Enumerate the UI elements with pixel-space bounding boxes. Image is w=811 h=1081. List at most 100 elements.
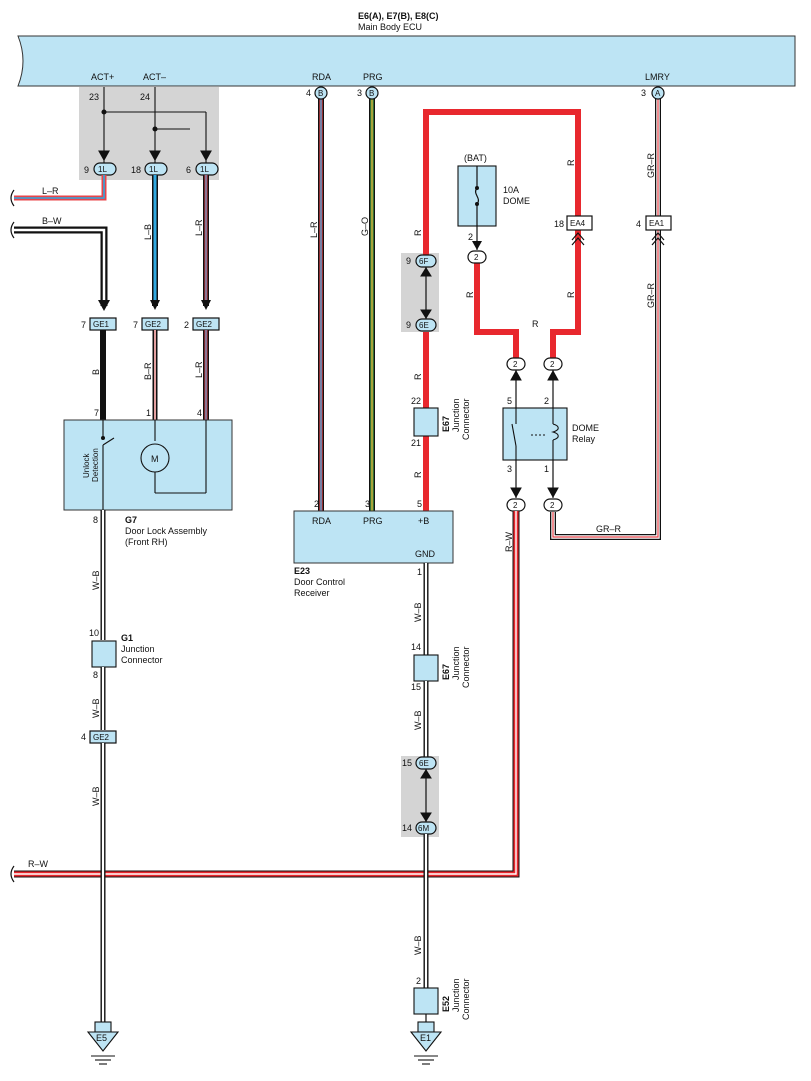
e67-top-name2: Connector xyxy=(461,398,471,440)
fuse-bat: (BAT) xyxy=(464,153,487,163)
ea4-pin: 18 xyxy=(554,219,564,229)
connector-1l-b-label: 1L xyxy=(149,165,158,174)
dcr-name: Door Control xyxy=(294,577,345,587)
g1-name2: Connector xyxy=(121,655,163,665)
connector-ge2-a-label: GE2 xyxy=(145,320,162,329)
door-lock-pin-4: 4 xyxy=(197,408,202,418)
ground-e1-label: E1 xyxy=(420,1033,431,1043)
ecu-pin-prg-label: PRG xyxy=(363,72,383,82)
ea1-box xyxy=(645,215,672,231)
ecu-pin-act-plus-label: ACT+ xyxy=(91,72,114,82)
lmry-ecu-conn-label: A xyxy=(655,89,661,98)
connector-1l-c-pin: 6 xyxy=(186,165,191,175)
e67-bot-code: E67 xyxy=(441,664,451,680)
wire-r-main-loop xyxy=(423,109,581,358)
door-lock-name2: (Front RH) xyxy=(125,537,168,547)
act-internal-wiring xyxy=(98,87,212,163)
connector-1l-a-label: 1L xyxy=(98,165,107,174)
lmry-ecu-conn xyxy=(651,86,665,100)
wire-label-lb: L–B xyxy=(143,224,153,240)
wire-lb xyxy=(150,175,160,310)
fuse-pin: 2 xyxy=(468,232,473,242)
wire-label-wb-c2: W–B xyxy=(413,710,423,730)
g1-name: Junction xyxy=(121,644,155,654)
ge2-bottom-pin: 4 xyxy=(81,732,86,742)
relay-pin-2: 2 xyxy=(544,396,549,406)
relay-conn-right-bottom-label: 2 xyxy=(550,501,555,510)
door-lock-internal xyxy=(102,420,207,510)
e67-top-name: Junction xyxy=(451,398,461,432)
conn-6f-pin: 9 xyxy=(406,256,411,266)
wire-label-r-1: R xyxy=(413,229,423,236)
ecu-pin-rda-label: RDA xyxy=(312,72,331,82)
ecu-pin-act-minus-label: ACT– xyxy=(143,72,166,82)
ecu-name: Main Body ECU xyxy=(358,22,422,32)
relay-pin-5: 5 xyxy=(507,396,512,406)
lmry-ecu-pin: 3 xyxy=(641,88,646,98)
e52-name: Junction xyxy=(451,978,461,1012)
ea4-arrow xyxy=(571,232,585,246)
wire-label-lr-lower: L–R xyxy=(194,361,204,378)
prg-ecu-conn xyxy=(365,86,379,100)
ground-e5-label: E5 xyxy=(96,1033,107,1043)
connector-ge1: 7 GE1 xyxy=(81,317,117,331)
wire-label-r-7: R xyxy=(532,319,539,329)
dcr-pin-rda: 2 xyxy=(314,499,319,509)
wire-label-wb-3: W–B xyxy=(91,786,101,806)
conn-6m-label: 6M xyxy=(418,824,429,833)
ground-e5-symbol xyxy=(86,1021,120,1065)
fuse-terminal-top xyxy=(475,186,479,190)
connector-ge2-a-pin: 7 xyxy=(133,320,138,330)
relay-pin-3: 3 xyxy=(507,464,512,474)
conn-6m-pin: 14 xyxy=(402,823,412,833)
ecu-pin-23: 23 xyxy=(89,92,99,102)
connector-ge1-pin: 7 xyxy=(81,320,86,330)
fuse-name: DOME xyxy=(503,196,530,206)
conn-6e-bot-label: 6E xyxy=(419,759,429,768)
ecu-pin-24: 24 xyxy=(140,92,150,102)
e52-pin: 2 xyxy=(416,976,421,986)
wire-label-wb-c1: W–B xyxy=(413,602,423,622)
prg-ecu-pin: 3 xyxy=(357,88,362,98)
connector-1l-a-pin: 9 xyxy=(84,165,89,175)
wire-label-lr-left: L–R xyxy=(42,186,59,196)
connector-1l-c: 6 1L xyxy=(186,162,219,176)
door-lock-unlock: Unlock xyxy=(82,453,91,478)
dcr-name2: Receiver xyxy=(294,588,330,598)
wire-rw xyxy=(10,511,520,883)
connector-ge1-label: GE1 xyxy=(93,320,110,329)
connector-ge2-b: 2 GE2 xyxy=(184,317,220,331)
ea4-label: EA4 xyxy=(570,219,586,228)
rda-ecu-conn xyxy=(314,86,328,100)
conn-6e-bot-pin: 15 xyxy=(402,758,412,768)
door-lock-code: G7 xyxy=(125,515,137,525)
wire-label-rw-2: R–W xyxy=(28,859,49,869)
wire-label-r-5: R xyxy=(566,291,576,298)
e67-bot-box xyxy=(413,654,439,682)
relay-name: DOME xyxy=(572,423,599,433)
conn-6f-6e-link xyxy=(420,267,432,319)
fuse-terminal-bottom xyxy=(475,202,479,206)
e67-top-pin-out: 21 xyxy=(411,438,421,448)
connector-1l-b: 18 1L xyxy=(131,162,168,176)
rda-ecu-pin: 4 xyxy=(306,88,311,98)
relay-pin-1: 1 xyxy=(544,464,549,474)
relay-top-arrows xyxy=(510,369,559,408)
e52-code: E52 xyxy=(441,996,451,1012)
e67-top-pin-in: 22 xyxy=(411,396,421,406)
wire-label-br: B–R xyxy=(143,362,153,380)
e52-name2: Connector xyxy=(461,978,471,1020)
dcr-plus-b: +B xyxy=(418,516,429,526)
ground-e1-symbol xyxy=(409,1021,443,1065)
door-control-receiver-box xyxy=(293,510,454,564)
wire-label-grr-2: GR–R xyxy=(646,282,656,308)
wire-label-wb-c3: W–B xyxy=(413,935,423,955)
door-lock-pin-1: 1 xyxy=(146,408,151,418)
fuse-conn-box xyxy=(467,250,487,264)
ge2-bottom-label: GE2 xyxy=(93,733,110,742)
wire-label-r-6: R xyxy=(465,291,475,298)
wire-label-b: B xyxy=(91,369,101,375)
e67-top-box xyxy=(413,407,439,437)
connector-1l-c-label: 1L xyxy=(200,165,209,174)
door-lock-detection: Detection xyxy=(91,448,100,482)
